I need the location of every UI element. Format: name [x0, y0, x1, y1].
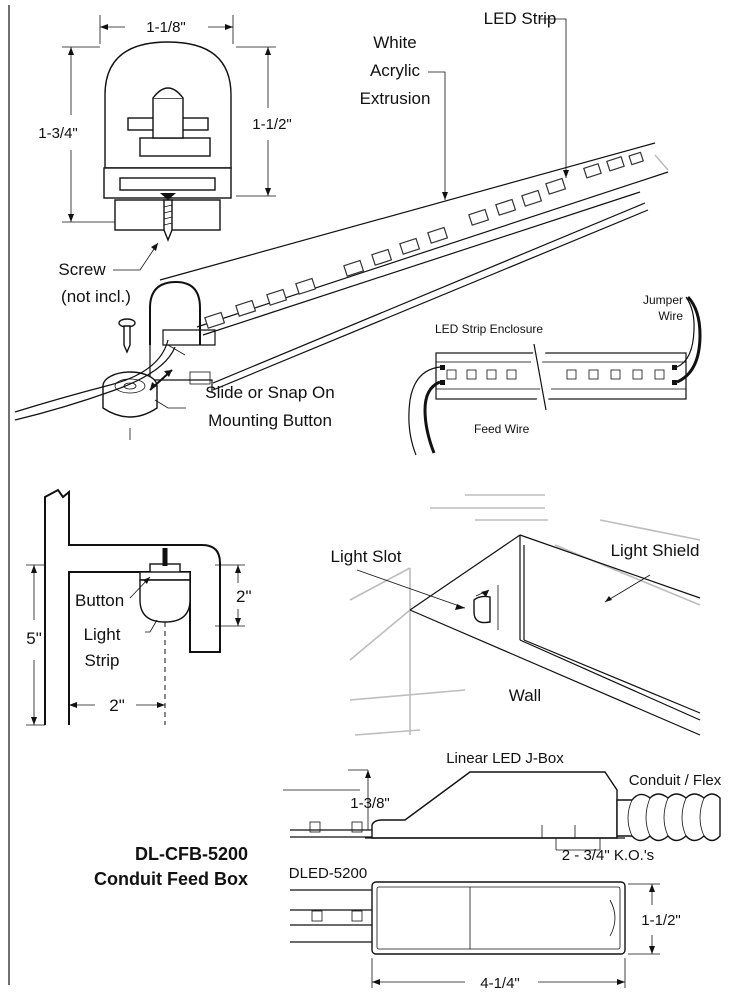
dimension-offset: 2"	[109, 696, 125, 715]
extrusion-label-line3: Extrusion	[360, 89, 431, 108]
dimension-box-width: 1-1/2"	[641, 912, 681, 929]
mounting-button-assembly	[14, 318, 176, 440]
screw-label-line1: Screw	[58, 260, 106, 279]
extrusion-perspective	[149, 142, 669, 392]
feed-wire-label: Feed Wire	[474, 422, 530, 436]
button-label: Button	[75, 591, 124, 610]
product-title-line2: Conduit Feed Box	[94, 869, 248, 889]
jumper-label-line2: Wire	[658, 309, 683, 323]
light-strip-label-line1: Light	[84, 625, 121, 644]
panel-light-slot: Light Slot Light Shield Wall	[331, 494, 701, 736]
light-shield-label: Light Shield	[611, 541, 700, 560]
dimension-total-height: 1-3/4"	[38, 46, 115, 223]
screw-label-line2: (not incl.)	[61, 287, 131, 306]
dimension-width-label: 1-1/8"	[146, 19, 186, 36]
extrusion-label-line2: Acrylic	[370, 61, 421, 80]
button-label-line1: Slide or Snap On	[205, 383, 334, 402]
led-chips	[204, 151, 645, 329]
knockout-label: 2 - 3/4" K.O.'s	[562, 847, 654, 864]
button-label-line2: Mounting Button	[208, 411, 332, 430]
conduit-label: Conduit / Flex	[629, 772, 722, 789]
dimension-lens-height: 1-1/2"	[236, 46, 292, 197]
dimension-total-height-label: 1-3/4"	[38, 125, 78, 142]
dimension-width: 1-1/8"	[99, 15, 234, 44]
panel-conduit-feed-box: DL-CFB-5200 Conduit Feed Box Linear LED …	[94, 750, 722, 992]
dled-label: DLED-5200	[289, 865, 367, 882]
inset-led-squares	[440, 365, 677, 385]
led-strip-label: LED Strip	[484, 9, 557, 28]
conduit-flex	[616, 793, 721, 842]
dimension-wall-height: 5"	[26, 629, 42, 648]
light-strip-label-line2: Strip	[85, 651, 120, 670]
panel1-labels: LED Strip White Acrylic Extrusion Screw …	[58, 9, 569, 430]
extrusion-cross-section	[103, 41, 232, 242]
panel-wiring-inset: LED Strip Enclosure Jumper Wire Feed Wir…	[408, 293, 702, 456]
dimension-box-length: 4-1/4"	[480, 975, 520, 992]
panel-mounting-section: 5" 2" 2" Button Light Strip	[26, 488, 252, 726]
panel-extrusion-overview: 1-1/8" 1-3/4" 1-1/2"	[14, 9, 669, 440]
enclosure-label: LED Strip Enclosure	[435, 322, 543, 336]
wall-label: Wall	[509, 686, 541, 705]
product-title-line1: DL-CFB-5200	[135, 844, 248, 864]
jumper-label-line1: Jumper	[643, 293, 683, 307]
light-slot-label: Light Slot	[331, 547, 402, 566]
dimension-lens-height-label: 1-1/2"	[252, 116, 292, 133]
dimension-jbox-height: 1-3/8"	[350, 795, 390, 812]
extrusion-label-line1: White	[373, 33, 416, 52]
jbox-label: Linear LED J-Box	[446, 750, 564, 767]
dimension-drop: 2"	[236, 587, 252, 606]
